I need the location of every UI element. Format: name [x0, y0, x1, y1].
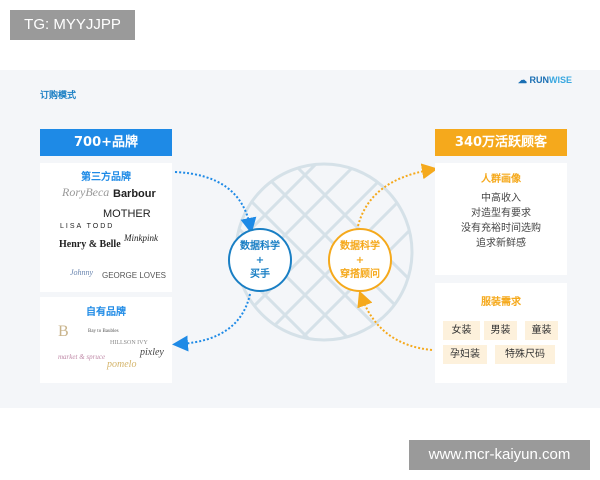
brand-logo: B — [58, 323, 69, 340]
brand-logo: HILLSON IVY — [110, 340, 148, 346]
persona-trait: 没有充裕时间选购 — [461, 223, 541, 234]
third-party-brands-panel: 第三方品牌 RoryBeca Barbour MOTHER LISA TODD … — [40, 163, 172, 292]
brand-logo: pixley — [140, 347, 164, 358]
arrow-to-customers — [357, 163, 438, 227]
own-brands-title: 自有品牌 — [86, 307, 126, 318]
data-science-buyer-node: 数据科学+买手 — [228, 228, 292, 292]
slide-title: 订购模式 — [40, 91, 77, 101]
grid-pattern — [236, 164, 412, 340]
watermark-top: TG: MYYJJPP — [10, 10, 135, 40]
watermark-bottom: www.mcr-kaiyun.com — [409, 440, 590, 470]
brand-logo: Johnny — [70, 268, 94, 277]
brands-header: 700+品牌 — [40, 129, 172, 156]
brand-logo: pomelo — [107, 359, 137, 370]
brand-logo: Henry & Belle — [59, 239, 121, 250]
data-science-stylist-node: 数据科学+穿搭顾问 — [328, 228, 392, 292]
need-tag: 特殊尺码 — [495, 345, 555, 364]
brand-logo: market & spruce — [58, 353, 106, 361]
brand-logo: Bay to Baubles — [88, 329, 119, 334]
clothing-needs-panel: 服装需求 女装 男装 童装 孕妇装 特殊尺码 — [435, 283, 567, 383]
need-tag: 男装 — [484, 321, 517, 340]
brand-logo: Minkpink — [124, 233, 158, 243]
persona-trait: 对造型有要求 — [471, 208, 531, 219]
third-party-title: 第三方品牌 — [81, 172, 131, 183]
brand-logo: MOTHER — [103, 208, 151, 220]
brand-logo: LISA TODD — [60, 223, 115, 230]
needs-title: 服装需求 — [481, 297, 521, 308]
persona-trait: 追求新鲜感 — [476, 238, 526, 249]
persona-trait: 中高收入 — [481, 193, 521, 204]
brand-logo: RoryBeca — [62, 185, 110, 199]
persona-panel: 人群画像 中高收入 对造型有要求 没有充裕时间选购 追求新鲜感 — [435, 163, 567, 275]
brand-logo: Barbour — [113, 188, 156, 200]
need-tag: 孕妇装 — [443, 345, 487, 364]
need-tag: 童装 — [525, 321, 558, 340]
customers-header: 340万活跃顾客 — [435, 129, 567, 156]
need-tag: 女装 — [443, 321, 480, 340]
arrow-to-own-brands — [172, 293, 251, 352]
runwise-logo: ☁ RUNWISE — [518, 75, 573, 85]
arrow-to-buyer — [174, 171, 257, 234]
brand-logo: GEORGE LOVES — [102, 271, 167, 280]
own-brands-panel: 自有品牌 B Bay to Baubles HILLSON IVY market… — [40, 297, 172, 383]
persona-title: 人群画像 — [481, 174, 521, 185]
